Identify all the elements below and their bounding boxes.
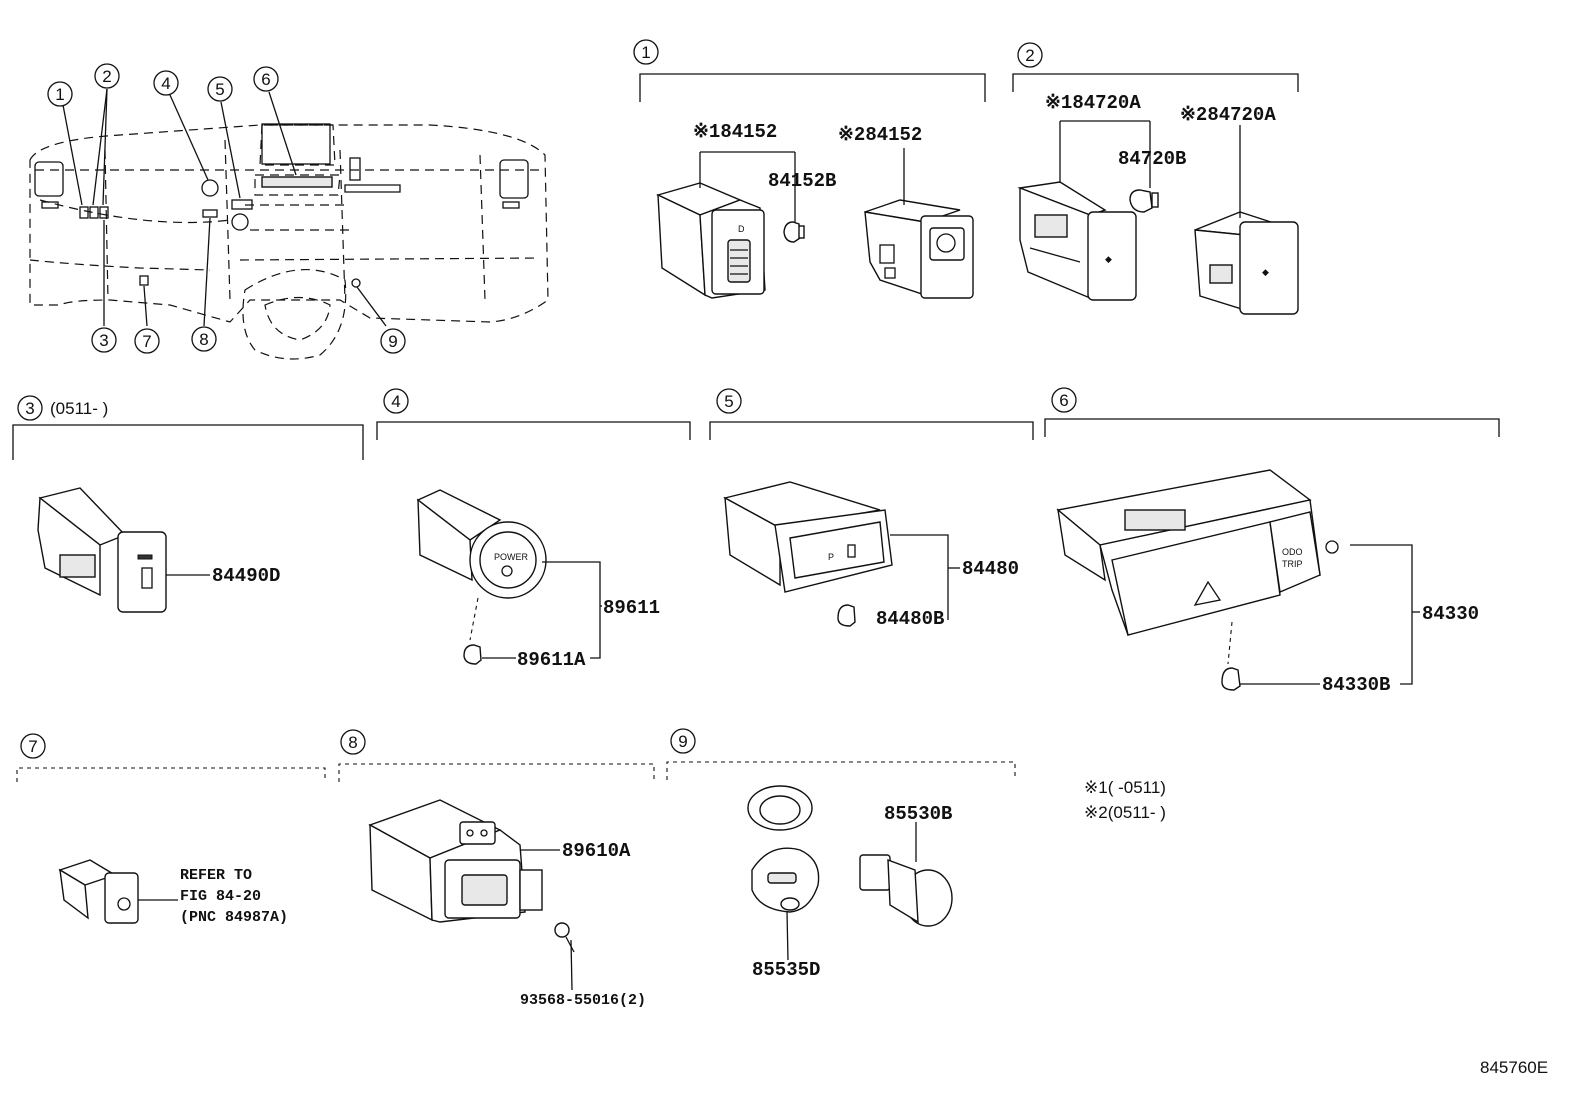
svg-text:3: 3 xyxy=(25,399,34,418)
section-7: 7 REFER TO FIG 84-20 (PNC 84987A) xyxy=(16,733,326,926)
section-5: 5 P 84480 84480B xyxy=(709,388,1034,630)
svg-text:(PNC 84987A): (PNC 84987A) xyxy=(180,909,288,926)
callout-1: 1 xyxy=(47,81,73,107)
screw-93568 xyxy=(554,922,575,953)
callout-8: 8 xyxy=(191,326,217,352)
svg-text:P: P xyxy=(828,552,834,562)
bulb-84480b xyxy=(837,604,856,627)
bulb-84330b xyxy=(1221,667,1241,691)
svg-text:3: 3 xyxy=(99,331,108,350)
callout-7: 7 xyxy=(134,328,160,354)
svg-text:9: 9 xyxy=(388,332,397,351)
dimmer-switch-84152: D xyxy=(656,182,766,299)
svg-text:84330B: 84330B xyxy=(1322,674,1390,696)
socket-85530b xyxy=(859,854,953,927)
switch-284720a: ◆ xyxy=(1194,211,1299,315)
svg-text:※184720A: ※184720A xyxy=(1045,92,1141,114)
note-2: ※2(0511- ) xyxy=(1084,803,1166,822)
callout-5: 5 xyxy=(207,76,233,102)
svg-text:89611: 89611 xyxy=(603,597,660,619)
section-2: 2 ◆ ※184720A 84720B ◆ ※284720A xyxy=(1012,42,1299,315)
svg-text:89611A: 89611A xyxy=(517,649,586,671)
svg-text:8: 8 xyxy=(348,733,357,752)
switch-84490d xyxy=(37,487,167,613)
svg-text:※284152: ※284152 xyxy=(838,124,922,146)
svg-text:POWER: POWER xyxy=(494,552,529,562)
svg-text:84490D: 84490D xyxy=(212,565,280,587)
svg-text:84152B: 84152B xyxy=(768,170,836,192)
svg-text:7: 7 xyxy=(142,332,151,351)
svg-text:FIG 84-20: FIG 84-20 xyxy=(180,888,261,905)
svg-text:4: 4 xyxy=(161,74,170,93)
power-switch-89611: POWER xyxy=(416,489,547,599)
svg-text:8: 8 xyxy=(199,330,208,349)
svg-text:REFER TO: REFER TO xyxy=(180,867,252,884)
svg-text:2: 2 xyxy=(102,67,111,86)
svg-text:2: 2 xyxy=(1025,46,1034,65)
svg-text:※284720A: ※284720A xyxy=(1180,104,1276,126)
svg-text:※184152: ※184152 xyxy=(693,121,777,143)
dimmer-switch-284152 xyxy=(864,199,974,299)
switch-184720a: ◆ xyxy=(1017,181,1137,301)
svg-text:4: 4 xyxy=(391,392,400,411)
callout-2: 2 xyxy=(94,63,120,89)
section-8: 8 89610A 93568-55016(2) xyxy=(338,729,655,1009)
svg-text:1: 1 xyxy=(55,85,64,104)
svg-text:84330: 84330 xyxy=(1422,603,1479,625)
svg-text:6: 6 xyxy=(261,70,270,89)
svg-text:85535D: 85535D xyxy=(752,959,820,981)
callout-9: 9 xyxy=(380,328,406,354)
svg-text:5: 5 xyxy=(724,392,733,411)
socket-85535d xyxy=(747,785,820,913)
callout-4: 4 xyxy=(153,70,179,96)
section-6: 6 ODO TRIP 84330 84330B xyxy=(1044,387,1500,696)
dashboard-overview: 1 2 3 4 5 6 7 8 xyxy=(29,63,549,360)
diagram-code: 845760E xyxy=(1480,1058,1548,1077)
bulb-84152b xyxy=(783,221,805,243)
svg-text:◆: ◆ xyxy=(1105,254,1112,264)
svg-text:D: D xyxy=(738,224,745,234)
section-1: 1 D ※184152 84152B xyxy=(633,39,986,299)
section-4: 4 POWER 89611 89611A xyxy=(376,388,691,671)
callout-6: 6 xyxy=(253,66,279,92)
svg-text:84720B: 84720B xyxy=(1118,148,1186,170)
hazard-switch-84330: ODO TRIP xyxy=(1056,469,1339,636)
svg-text:93568-55016(2): 93568-55016(2) xyxy=(520,992,646,1009)
svg-text:7: 7 xyxy=(28,737,37,756)
notes: ※1( -0511) ※2(0511- ) xyxy=(1084,778,1166,822)
svg-text:6: 6 xyxy=(1059,391,1068,410)
svg-text:84480: 84480 xyxy=(962,558,1019,580)
svg-text:ODO: ODO xyxy=(1282,547,1303,557)
callout-3: 3 xyxy=(91,327,117,353)
svg-text:◆: ◆ xyxy=(1262,267,1269,277)
svg-text:(0511- ): (0511- ) xyxy=(50,399,108,418)
note-1: ※1( -0511) xyxy=(1084,778,1166,797)
section-3: 3 (0511- ) 84490D xyxy=(12,395,364,613)
switch-84987a xyxy=(58,859,139,924)
bulb-89611a xyxy=(463,644,482,665)
bulb-84720b xyxy=(1129,189,1159,213)
switch-84480: P xyxy=(723,481,893,593)
svg-text:89610A: 89610A xyxy=(562,840,631,862)
svg-text:85530B: 85530B xyxy=(884,803,952,825)
section-9: 9 85535D 85530B xyxy=(666,728,1016,981)
svg-text:9: 9 xyxy=(678,732,687,751)
module-89610a xyxy=(368,799,543,923)
svg-text:5: 5 xyxy=(215,80,224,99)
svg-text:84480B: 84480B xyxy=(876,608,944,630)
svg-text:TRIP: TRIP xyxy=(1282,559,1303,569)
svg-text:1: 1 xyxy=(641,43,650,62)
